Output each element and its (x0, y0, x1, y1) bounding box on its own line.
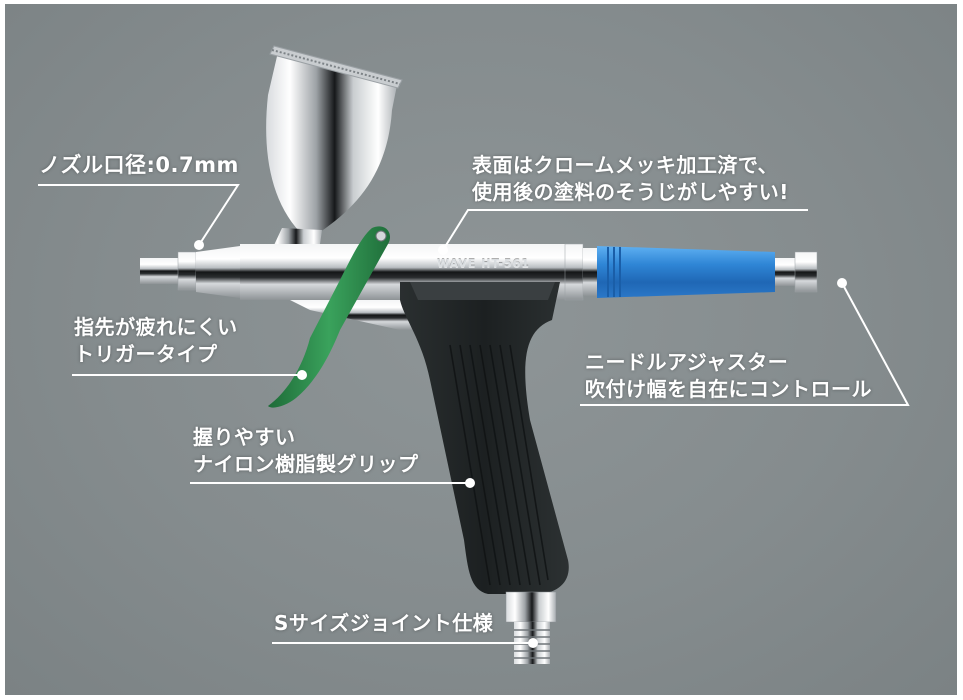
callout-line-surface (442, 209, 808, 251)
callout-grip-line-2: ナイロン樹脂製グリップ (193, 452, 419, 476)
callout-lines (38, 184, 910, 644)
callout-line-needle-adjuster (580, 282, 910, 406)
air-joint (505, 591, 557, 664)
callout-trigger-line-1: 指先が疲れにくい (74, 315, 238, 339)
callout-needle-adjuster-line-2: 吹付け幅を自在にコントロール (585, 377, 872, 401)
callout-grip-line-1: 握りやすい (193, 425, 296, 449)
callout-needle-adjuster-line-1: ニードルアジャスター (585, 350, 789, 374)
callout-line-nozzle (38, 184, 240, 246)
callout-joint: Sサイズジョイント仕様 (274, 610, 493, 637)
grip (400, 282, 569, 594)
callout-nozzle: ノズル口径:0.7mm (39, 152, 239, 179)
callout-trigger: 指先が疲れにくい トリガータイプ (74, 314, 238, 368)
callout-surface: 表面はクロームメッキ加工済で、 使用後の塗料のそうじがしやすい! (472, 152, 789, 206)
callout-grip: 握りやすい ナイロン樹脂製グリップ (193, 424, 419, 478)
model-engraving: WAVE HT-561 (437, 257, 530, 270)
trigger (268, 226, 391, 408)
callout-surface-line-1: 表面はクロームメッキ加工済で、 (472, 153, 779, 177)
callout-needle-adjuster: ニードルアジャスター 吹付け幅を自在にコントロール (585, 349, 872, 403)
product-image-frame: WAVE HT-561 ノズル口径:0.7mm 表面はクロームメッキ加工済で、 … (5, 4, 957, 695)
callout-dots (194, 240, 847, 648)
trigger-guard (290, 300, 430, 330)
callout-trigger-line-2: トリガータイプ (74, 342, 218, 366)
paint-cup (266, 45, 403, 258)
needle-adjuster (597, 246, 818, 298)
airbrush-illustration (38, 45, 910, 664)
callout-joint-text: Sサイズジョイント仕様 (274, 611, 494, 635)
callout-nozzle-text: ノズル口径:0.7mm (39, 153, 239, 177)
callout-surface-line-2: 使用後の塗料のそうじがしやすい! (472, 180, 789, 204)
